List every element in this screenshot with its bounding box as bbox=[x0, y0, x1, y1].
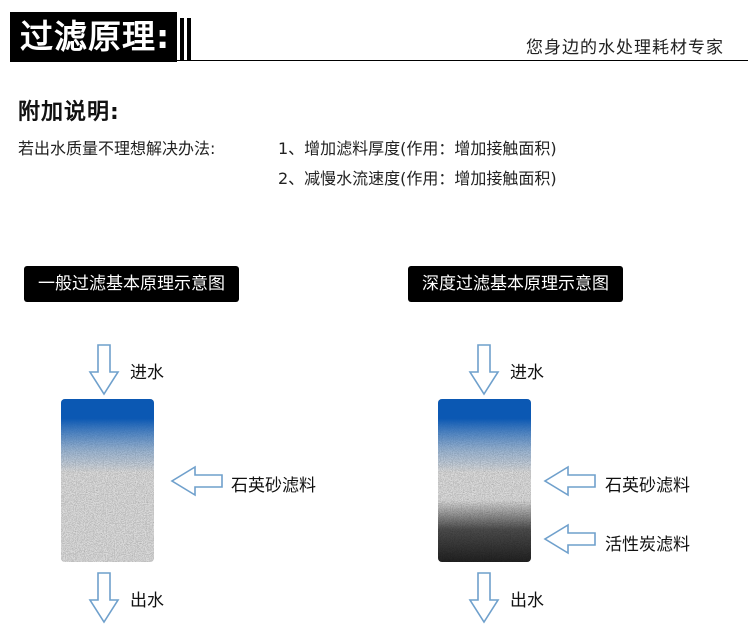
diagram-label-deep: 深度过滤基本原理示意图 bbox=[408, 266, 623, 302]
inlet-arrow-icon bbox=[468, 344, 500, 396]
layer-pointer-icon bbox=[543, 465, 596, 497]
note-heading: 附加说明: bbox=[18, 100, 120, 125]
inlet-arrow-icon bbox=[88, 344, 120, 396]
diagram-label-standard: 一般过滤基本原理示意图 bbox=[24, 266, 239, 302]
outlet-label: 出水 bbox=[510, 591, 544, 611]
inlet-label: 进水 bbox=[510, 363, 544, 383]
outlet-arrow-icon bbox=[468, 572, 500, 624]
note-item: 1、增加滤料厚度(作用：增加接触面积) bbox=[278, 139, 557, 158]
title-bar-decoration bbox=[180, 18, 184, 61]
layer-label-sand: 石英砂滤料 bbox=[231, 476, 316, 496]
filter-column-standard bbox=[61, 399, 154, 562]
section-title: 过滤原理: bbox=[10, 12, 177, 62]
layer-pointer-icon bbox=[543, 523, 596, 555]
outlet-label: 出水 bbox=[130, 591, 164, 611]
header-slogan: 您身边的水处理耗材专家 bbox=[526, 38, 724, 58]
note-prefix: 若出水质量不理想解决办法: bbox=[18, 139, 216, 158]
note-item: 2、减慢水流速度(作用：增加接触面积) bbox=[278, 169, 557, 188]
filter-column-deep bbox=[438, 399, 531, 562]
outlet-arrow-icon bbox=[88, 572, 120, 624]
header-divider bbox=[10, 60, 748, 61]
layer-label-carbon: 活性炭滤料 bbox=[605, 535, 690, 555]
title-bar-decoration bbox=[187, 18, 191, 61]
layer-label-sand: 石英砂滤料 bbox=[605, 476, 690, 496]
inlet-label: 进水 bbox=[130, 363, 164, 383]
layer-pointer-icon bbox=[170, 465, 223, 497]
